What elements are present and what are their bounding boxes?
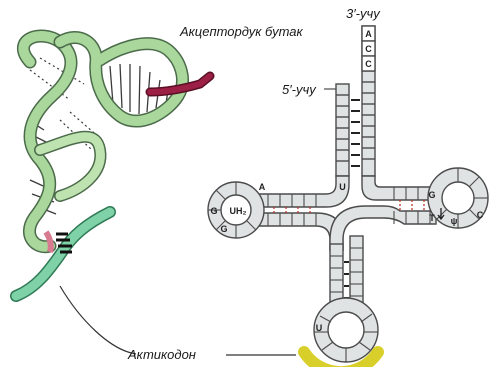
base-d-loop-uh2: UH₂ (230, 206, 247, 216)
base-t-loop-g: G (428, 190, 435, 200)
base-u-left: U (339, 182, 346, 192)
cloverleaf (208, 26, 488, 367)
acceptor-5prime-strand (336, 84, 349, 176)
base-t-loop-t: T (429, 213, 435, 223)
five-prime-end-label: 5′-учу (282, 82, 316, 97)
base-d-loop-a: A (259, 182, 266, 192)
anticodon-label: Актикодон (128, 347, 196, 362)
base-d-loop-g1: G (210, 206, 217, 216)
three-prime-end-label: 3′-учу (346, 6, 380, 21)
base-anticodon-u: U (316, 323, 323, 333)
base-acceptor-c2: C (365, 59, 372, 69)
base-acceptor-a: A (365, 29, 372, 39)
anticodon-leader-left (60, 286, 136, 354)
ribbon-3d-model (16, 36, 210, 296)
base-d-loop-g2: G (220, 224, 227, 234)
base-t-loop-c: C (477, 210, 484, 220)
base-acceptor-c1: C (365, 44, 372, 54)
acceptor-stem-label: Акцептордук бутак (180, 24, 303, 39)
base-t-loop-psi: ψ (451, 216, 458, 226)
